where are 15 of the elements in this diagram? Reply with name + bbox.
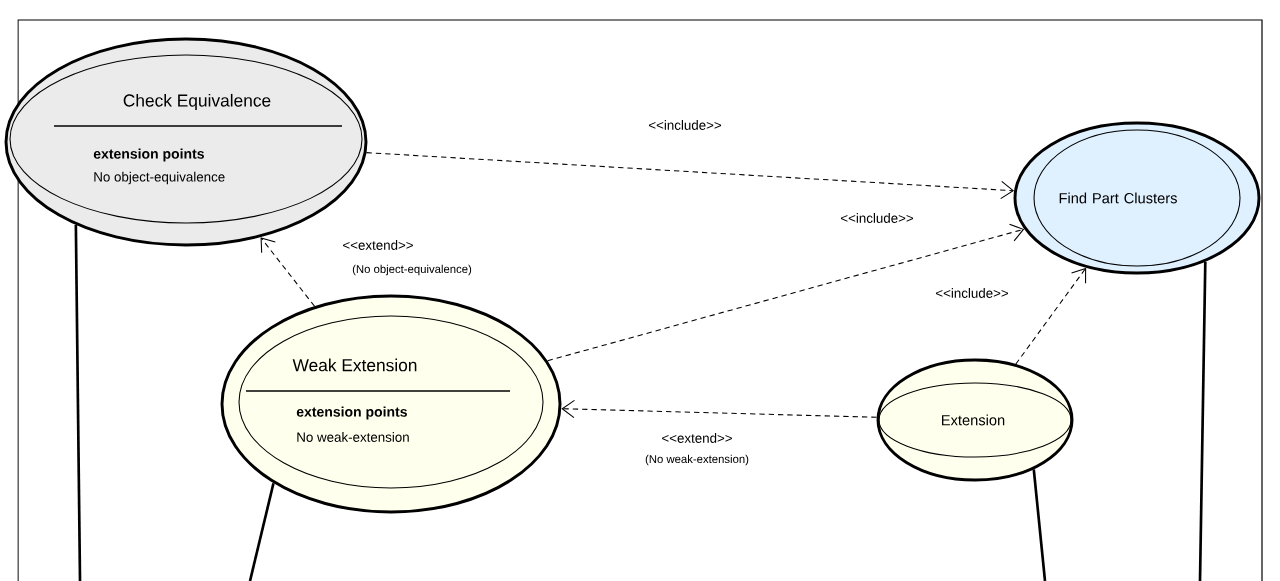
edge-label: <<extend>> [660, 431, 734, 445]
arrow [561, 399, 878, 419]
arrow [260, 237, 315, 307]
edge-label: <<include>> [839, 211, 916, 225]
arrow [547, 223, 1025, 362]
arrow [366, 152, 1015, 200]
arrow [1015, 267, 1087, 365]
edge-label: <<include>> [647, 118, 724, 132]
association-line [74, 225, 82, 581]
condition-label: (No weak-extension) [643, 453, 751, 467]
association-line [1032, 469, 1047, 581]
edge-label: <<include>> [933, 286, 1011, 300]
association-line [248, 482, 275, 581]
condition-label: (No object-equivalence) [350, 263, 474, 277]
association-line [1198, 261, 1207, 581]
